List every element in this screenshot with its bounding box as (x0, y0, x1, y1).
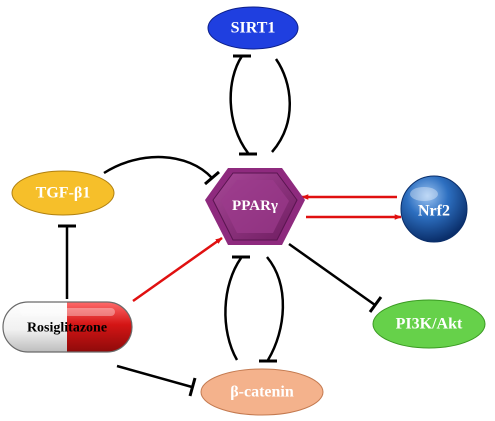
edge-beta-catenin-inhibits-pparg (224, 257, 243, 361)
node-pparg: PPARγ (205, 168, 305, 245)
node-rosiglitazone: Rosiglitazone (2, 301, 133, 353)
t-bar-tgfb1-pparg (204, 170, 220, 186)
node-beta-catenin: β-catenin (200, 368, 324, 416)
edge-pparg-inhibits-pi3k-akt (288, 242, 376, 307)
edge-rosiglitazone-activates-pparg (132, 236, 223, 303)
node-sirt1-label: SIRT1 (231, 20, 276, 37)
node-nrf2: Nrf2 (400, 175, 468, 243)
t-bar-at-pi3k-akt (368, 296, 383, 313)
node-tgfb1-label: TGF-β1 (36, 185, 91, 202)
node-pparg-label: PPARγ (232, 198, 278, 214)
edge-sirt1-inhibits-pparg (229, 55, 249, 154)
edge-tgfb1-inhibits-pparg (103, 155, 213, 179)
node-sirt1: SIRT1 (207, 6, 299, 50)
t-bar-at-beta-catenin (188, 377, 197, 397)
node-tgfb1: TGF-β1 (11, 170, 115, 216)
edge-pparg-inhibits-sirt1 (271, 58, 291, 153)
edge-rosiglitazone-inhibits-beta-catenin (116, 364, 193, 389)
node-rosiglitazone-label: Rosiglitazone (27, 321, 107, 336)
edge-pparg-inhibits-beta-catenin (266, 256, 285, 361)
node-pi3k-akt-label: PI3K/Akt (396, 316, 463, 333)
node-pi3k-akt: PI3K/Akt (372, 299, 486, 349)
node-beta-catenin-label: β-catenin (230, 384, 294, 401)
node-nrf2-label: Nrf2 (418, 203, 450, 220)
